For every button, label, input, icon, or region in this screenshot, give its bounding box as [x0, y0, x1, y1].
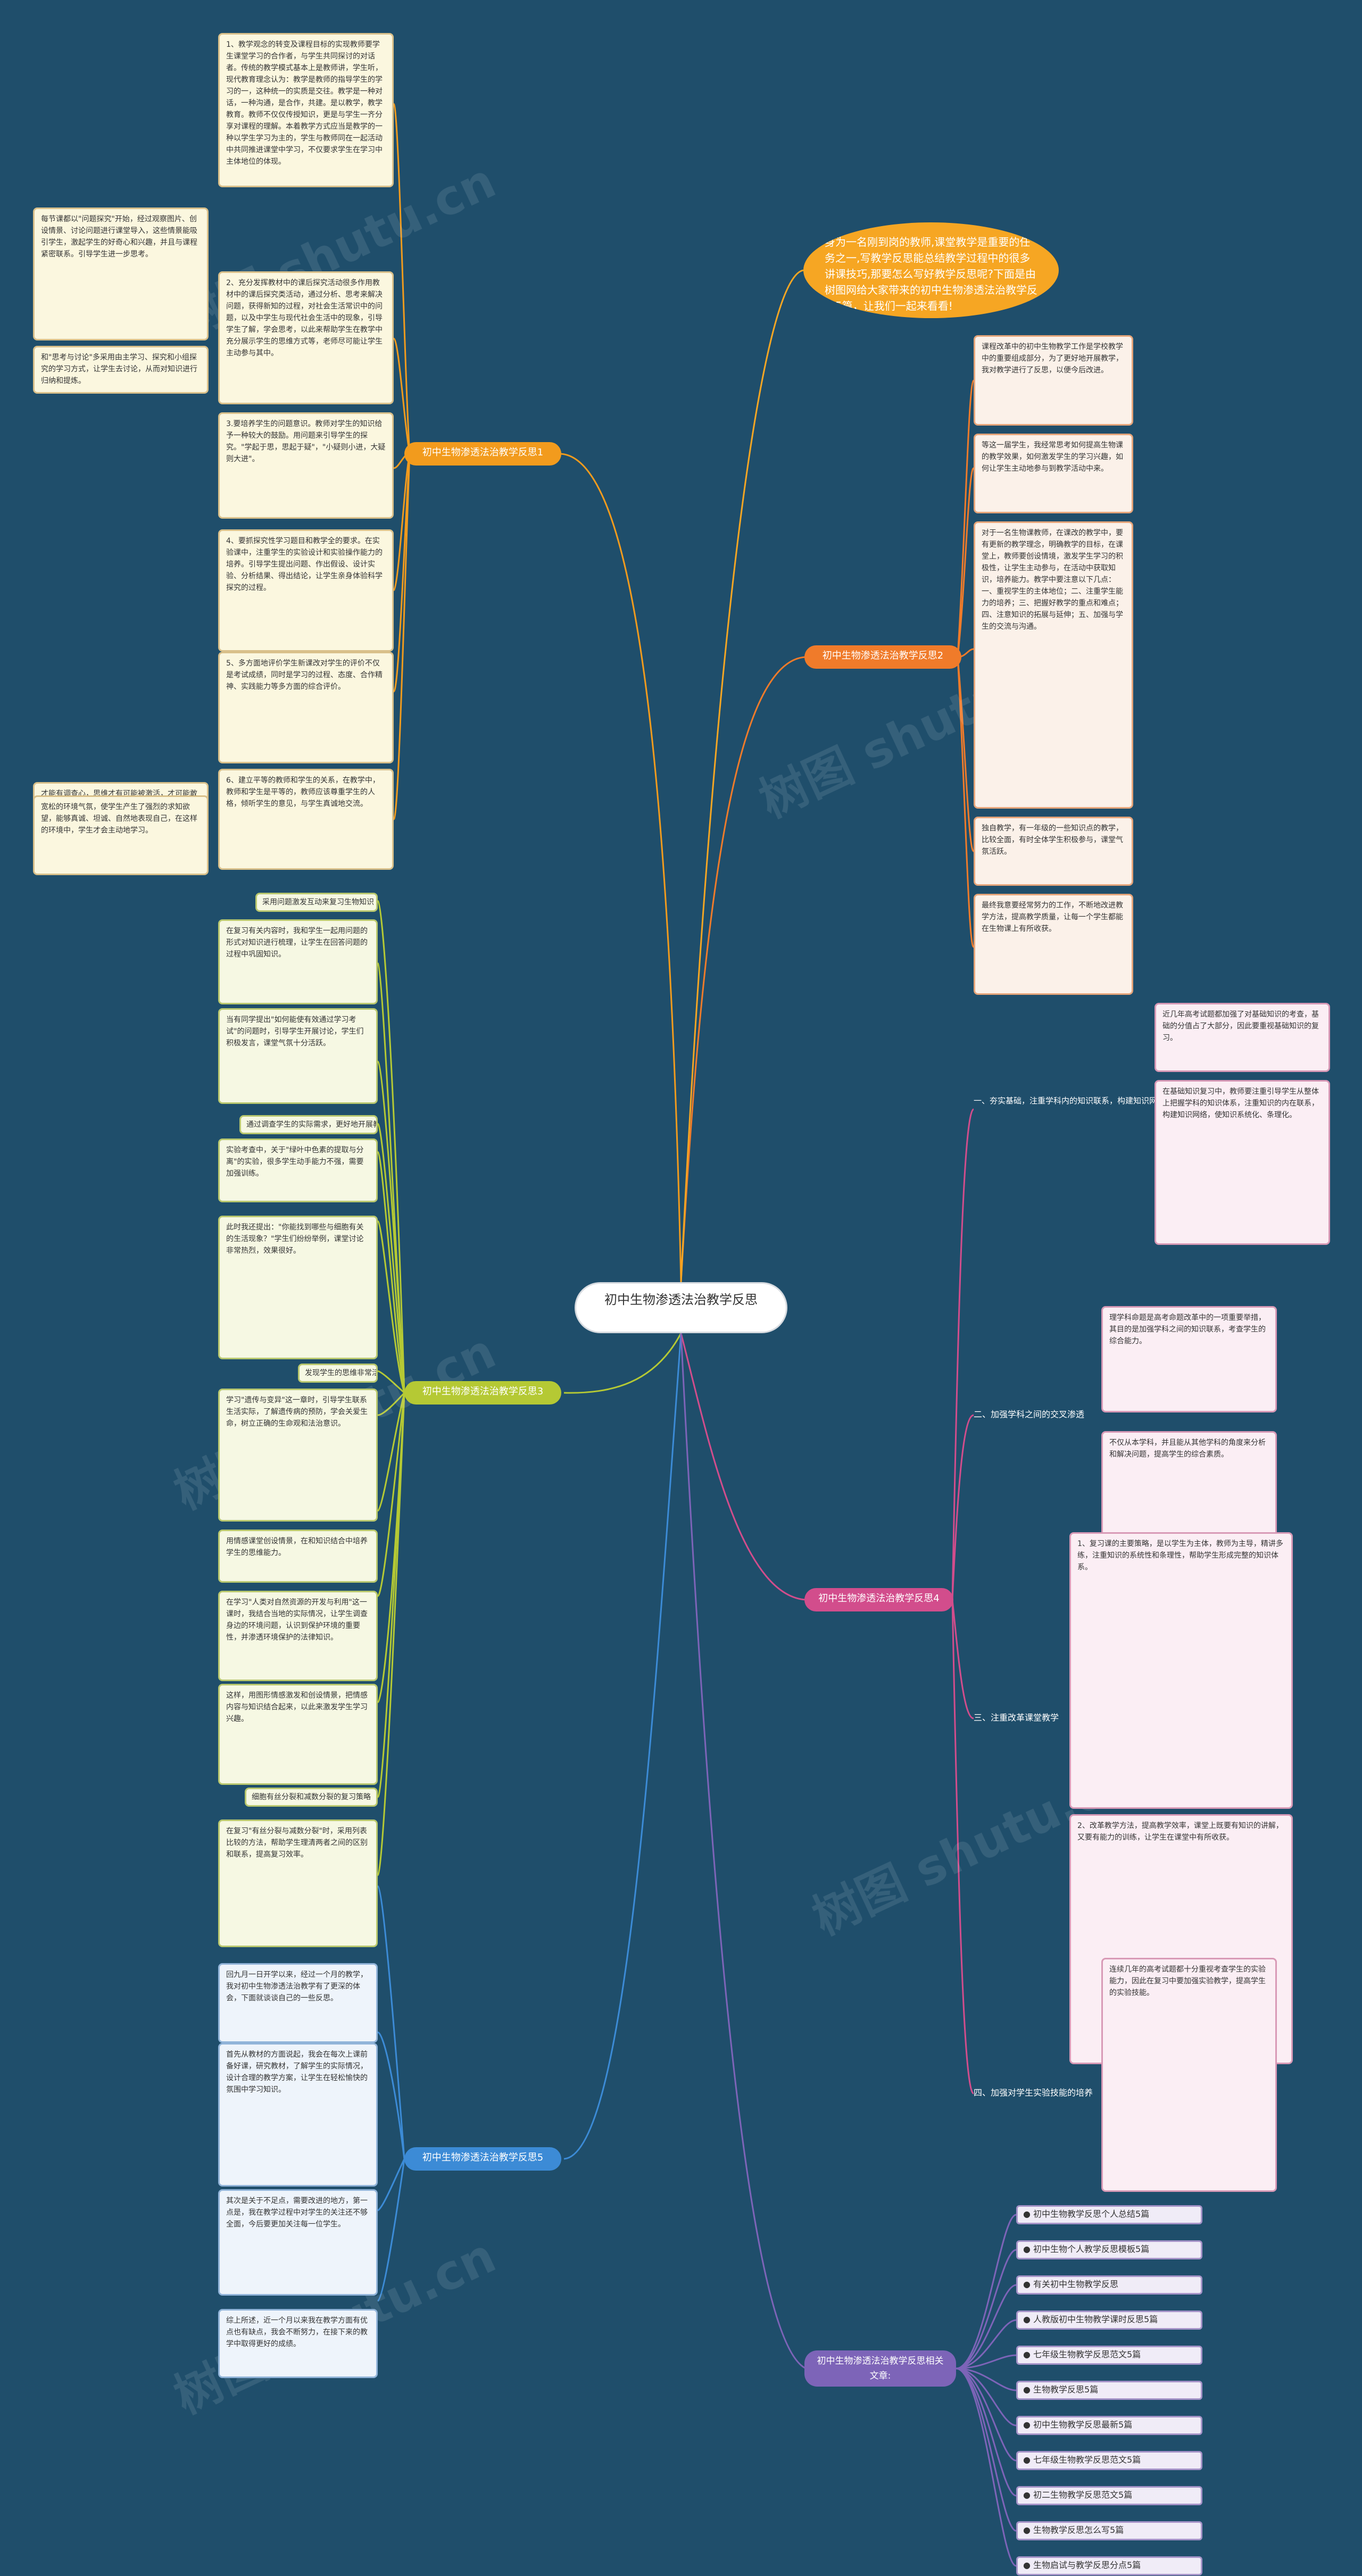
related-connector — [956, 2214, 1017, 2370]
b4-sub-3[interactable]: 三、注重改革课堂教学 — [974, 1713, 1059, 1723]
b1-card-side-4[interactable]: 宽松的环境气氛，使学生产生了强烈的求知欲望，能够真诚、坦诚、自然地表现自己，在这… — [33, 795, 209, 875]
branch-reflection-5[interactable]: 初中生物渗透法治教学反思5 — [404, 2147, 561, 2171]
related-connector — [956, 2284, 1017, 2370]
b3-card-3[interactable]: 当有同学提出"如何能使有效通过学习考试"的问题时，引导学生开展讨论，学生们积极发… — [218, 1008, 378, 1104]
related-article-item[interactable]: ● 初中生物个人教学反思模板5篇 — [1016, 2240, 1202, 2259]
b3-card-8[interactable]: 学习"遗传与变异"这一章时，引导学生联系生活实际，了解遗传病的预防，学会关爱生命… — [218, 1389, 378, 1522]
intro-summary[interactable]: 身为一名刚到岗的教师,课堂教学是重要的任务之一,写教学反思能总结教学过程中的很多… — [803, 222, 1059, 318]
b3-card-5[interactable]: 实验考查中，关于"绿叶中色素的提取与分离"的实验，很多学生动手能力不强，需要加强… — [218, 1139, 378, 1202]
b5-card-2[interactable]: 首先从教材的方面说起，我会在每次上课前备好课，研究教材，了解学生的实际情况，设计… — [218, 2043, 378, 2187]
central-topic[interactable]: 初中生物渗透法治教学反思 — [575, 1282, 787, 1333]
b3-card-13[interactable]: 在复习"有丝分裂与减数分裂"时，采用列表比较的方法，帮助学生理清两者之间的区别和… — [218, 1819, 378, 1947]
b3-card-6[interactable]: 此时我还提出："你能找到哪些与细胞有关的生活现象？"学生们纷纷举例，课堂讨论非常… — [218, 1216, 378, 1359]
b3-card-10[interactable]: 在学习"人类对自然资源的开发与利用"这一课时，我结合当地的实际情况，让学生调查身… — [218, 1591, 378, 1681]
b2-card-4[interactable]: 独自教学，有一年级的一些知识点的教学，比较全面，有时全体学生积极参与，课堂气氛活… — [974, 817, 1133, 886]
b5-card-4[interactable]: 综上所述，近一个月以来我在教学方面有优点也有缺点，我会不断努力，在接下来的教学中… — [218, 2309, 378, 2378]
b1-card-5[interactable]: 5、多方面地评价学生新课改对学生的评价不仅是考试成绩，同时是学习的过程、态度、合… — [218, 652, 394, 763]
b2-card-2[interactable]: 等这一届学生，我经常思考如何提高生物课的教学效果，如何激发学生的学习兴趣，如何让… — [974, 434, 1133, 513]
related-connector — [956, 2354, 1017, 2370]
b2-card-5[interactable]: 最终我意要经常努力的工作，不断地改进教学方法，提高教学质量，让每一个学生都能在生… — [974, 894, 1133, 995]
b1-card-3[interactable]: 3.要培养学生的问题意识。教师对学生的知识给予一种较大的鼓励。用问题来引导学生的… — [218, 412, 394, 519]
b1-card-6[interactable]: 6、建立平等的教师和学生的关系，在教学中，教师和学生是平等的，教师应该尊重学生的… — [218, 769, 394, 870]
related-article-item[interactable]: ● 七年级生物教学反思范文5篇 — [1016, 2346, 1202, 2365]
related-connector — [956, 2319, 1017, 2370]
b4-card-3a[interactable]: 1、复习课的主要策略，是以学生为主体，教师为主导，精讲多练，注重知识的系统性和条… — [1069, 1532, 1293, 1809]
b1-card-4[interactable]: 4、要抓探究性学习题目和教学全的要求。在实验课中，注重学生的实验设计和实验操作能… — [218, 529, 394, 652]
branch-related-articles[interactable]: 初中生物渗透法治教学反思相关文章: — [804, 2350, 956, 2387]
related-article-item[interactable]: ● 初二生物教学反思范文5篇 — [1016, 2486, 1202, 2505]
related-article-item[interactable]: ● 七年级生物教学反思范文5篇 — [1016, 2451, 1202, 2470]
b4-sub-4[interactable]: 四、加强对学生实验技能的培养 — [974, 2088, 1093, 2098]
b1-card-1[interactable]: 1、教学观念的转变及课程目标的实现教师要学生课堂学习的合作者，与学生共同探讨的对… — [218, 33, 394, 187]
related-connector — [956, 2367, 1017, 2497]
b1-card-2[interactable]: 2、充分发挥教材中的课后探究活动很多作用教材中的课后探究类活动，通过分析、思考来… — [218, 271, 394, 404]
related-article-item[interactable]: ● 初中生物教学反思最新5篇 — [1016, 2416, 1202, 2435]
b5-card-3[interactable]: 其次是关于不足点，需要改进的地方，第一点是，我在教学过程中对学生的关注还不够全面… — [218, 2189, 378, 2296]
related-article-item[interactable]: ● 初中生物教学反思个人总结5篇 — [1016, 2205, 1202, 2224]
b3-card-7[interactable]: 发现学生的思维非常活跃 — [298, 1364, 378, 1383]
b5-card-1[interactable]: 回九月一日开学以来，经过一个月的教学，我对初中生物渗透法治教学有了更深的体会，下… — [218, 1963, 378, 2043]
related-article-item[interactable]: ● 有关初中生物教学反思 — [1016, 2275, 1202, 2295]
b4-card-2b[interactable]: 不仅从本学科，并且能从其他学科的角度来分析和解决问题，提高学生的综合素质。 — [1101, 1431, 1277, 1538]
b3-card-12[interactable]: 细胞有丝分裂和减数分裂的复习策略 — [245, 1788, 378, 1807]
related-connector — [956, 2249, 1017, 2370]
b3-card-11[interactable]: 这样，用图形情感激发和创设情景，把情感内容与知识结合起来，以此来激发学生学习兴趣… — [218, 1684, 378, 1785]
related-connector — [956, 2367, 1017, 2427]
b4-sub-1[interactable]: 一、夯实基础，注重学科内的知识联系，构建知识网络 — [974, 1096, 1166, 1106]
branch-reflection-1[interactable]: 初中生物渗透法治教学反思1 — [404, 442, 561, 466]
b2-card-1[interactable]: 课程改革中的初中生物教学工作是学校教学中的重要组成部分，为了更好地开展教学，我对… — [974, 335, 1133, 426]
related-article-item[interactable]: ● 生物启试与教学反思分点5篇 — [1016, 2556, 1202, 2575]
b4-card-2a[interactable]: 理学科命题是高考命题改革中的一项重要举措，其目的是加强学科之间的知识联系，考查学… — [1101, 1306, 1277, 1412]
b1-card-side-2[interactable]: 和"思考与讨论"多采用由主学习、探究和小组探究的学习方式，让学生去讨论，从而对知… — [33, 346, 209, 394]
related-connector — [956, 2367, 1017, 2532]
branch-reflection-2[interactable]: 初中生物渗透法治教学反思2 — [804, 645, 961, 669]
related-connector — [956, 2367, 1017, 2391]
b4-card-4a[interactable]: 连续几年的高考试题都十分重视考查学生的实验能力，因此在复习中要加强实验教学，提高… — [1101, 1958, 1277, 2192]
b3-card-9[interactable]: 用情感课堂创设情景，在和知识结合中培养学生的思维能力。 — [218, 1530, 378, 1583]
b3-card-2[interactable]: 在复习有关内容时，我和学生一起用问题的形式对知识进行梳理，让学生在回答问题的过程… — [218, 919, 378, 1004]
related-article-item[interactable]: ● 生物教学反思怎么写5篇 — [1016, 2521, 1202, 2540]
b4-card-1a[interactable]: 近几年高考试题都加强了对基础知识的考查，基础的分值占了大部分，因此要重视基础知识… — [1155, 1003, 1330, 1072]
b2-card-3[interactable]: 对于一名生物课教师，在课改的教学中，要有更新的教学理念，明确教学的目标，在课堂上… — [974, 521, 1133, 809]
related-article-item[interactable]: ● 生物教学反思5篇 — [1016, 2381, 1202, 2400]
b3-card-1[interactable]: 采用问题激发互动来复习生物知识 — [255, 893, 378, 912]
b4-sub-2[interactable]: 二、加强学科之间的交叉渗透 — [974, 1409, 1085, 1419]
related-article-item[interactable]: ● 人教版初中生物教学课时反思5篇 — [1016, 2311, 1202, 2330]
related-connector — [956, 2367, 1017, 2567]
b1-card-side-1[interactable]: 每节课都以"问题探究"开始，经过观察图片、创设情景、讨论问题进行课堂导入，这些情… — [33, 207, 209, 340]
branch-reflection-4[interactable]: 初中生物渗透法治教学反思4 — [804, 1588, 953, 1611]
b4-card-1b[interactable]: 在基础知识复习中，教师要注重引导学生从整体上把握学科的知识体系，注重知识的内在联… — [1155, 1080, 1330, 1245]
b3-card-4[interactable]: 通过调查学生的实际需求，更好地开展教学 — [239, 1115, 378, 1134]
related-connector — [956, 2367, 1017, 2462]
branch-reflection-3[interactable]: 初中生物渗透法治教学反思3 — [404, 1381, 561, 1405]
